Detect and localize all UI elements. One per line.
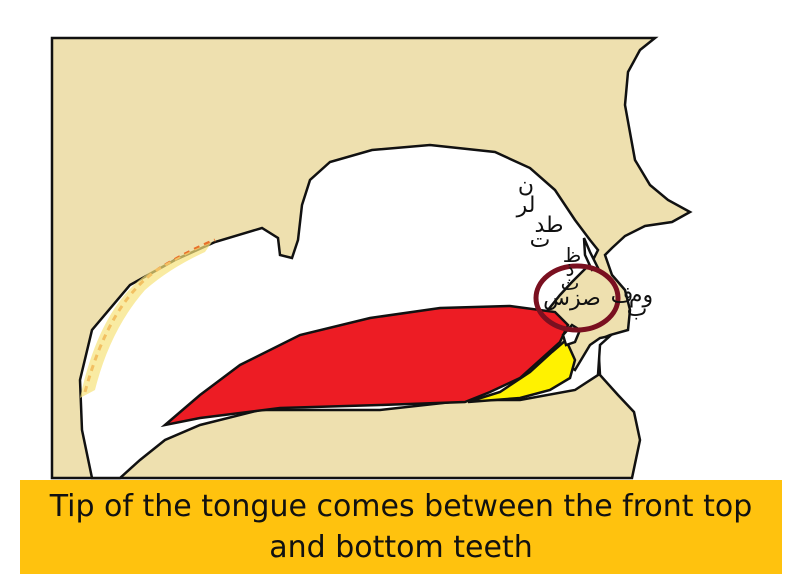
caption-banner: Tip of the tongue comes between the fron… bbox=[20, 480, 782, 574]
letter-label-fa: ف bbox=[611, 283, 634, 308]
articulation-point-circle bbox=[533, 263, 621, 333]
caption-text: Tip of the tongue comes between the fron… bbox=[49, 489, 753, 565]
letter-label-ba: ب bbox=[627, 297, 648, 322]
letter-label-sad-zay-seen: صزس bbox=[543, 286, 601, 311]
letter-label-noon: ن bbox=[518, 173, 534, 198]
letter-label-ta: ت bbox=[530, 228, 551, 253]
letter-label-za: ظ bbox=[563, 243, 582, 267]
letter-label-dhal: ذ bbox=[566, 257, 575, 281]
letter-label-lam-ra: لر bbox=[516, 193, 536, 218]
letter-label-tha: ث bbox=[561, 271, 580, 295]
soft-palate-yellow-shade bbox=[80, 242, 212, 398]
letter-label-waw-meem: وم bbox=[629, 283, 653, 308]
lower-front-teeth bbox=[467, 337, 577, 404]
letter-label-ta-dal: طد bbox=[534, 213, 563, 238]
